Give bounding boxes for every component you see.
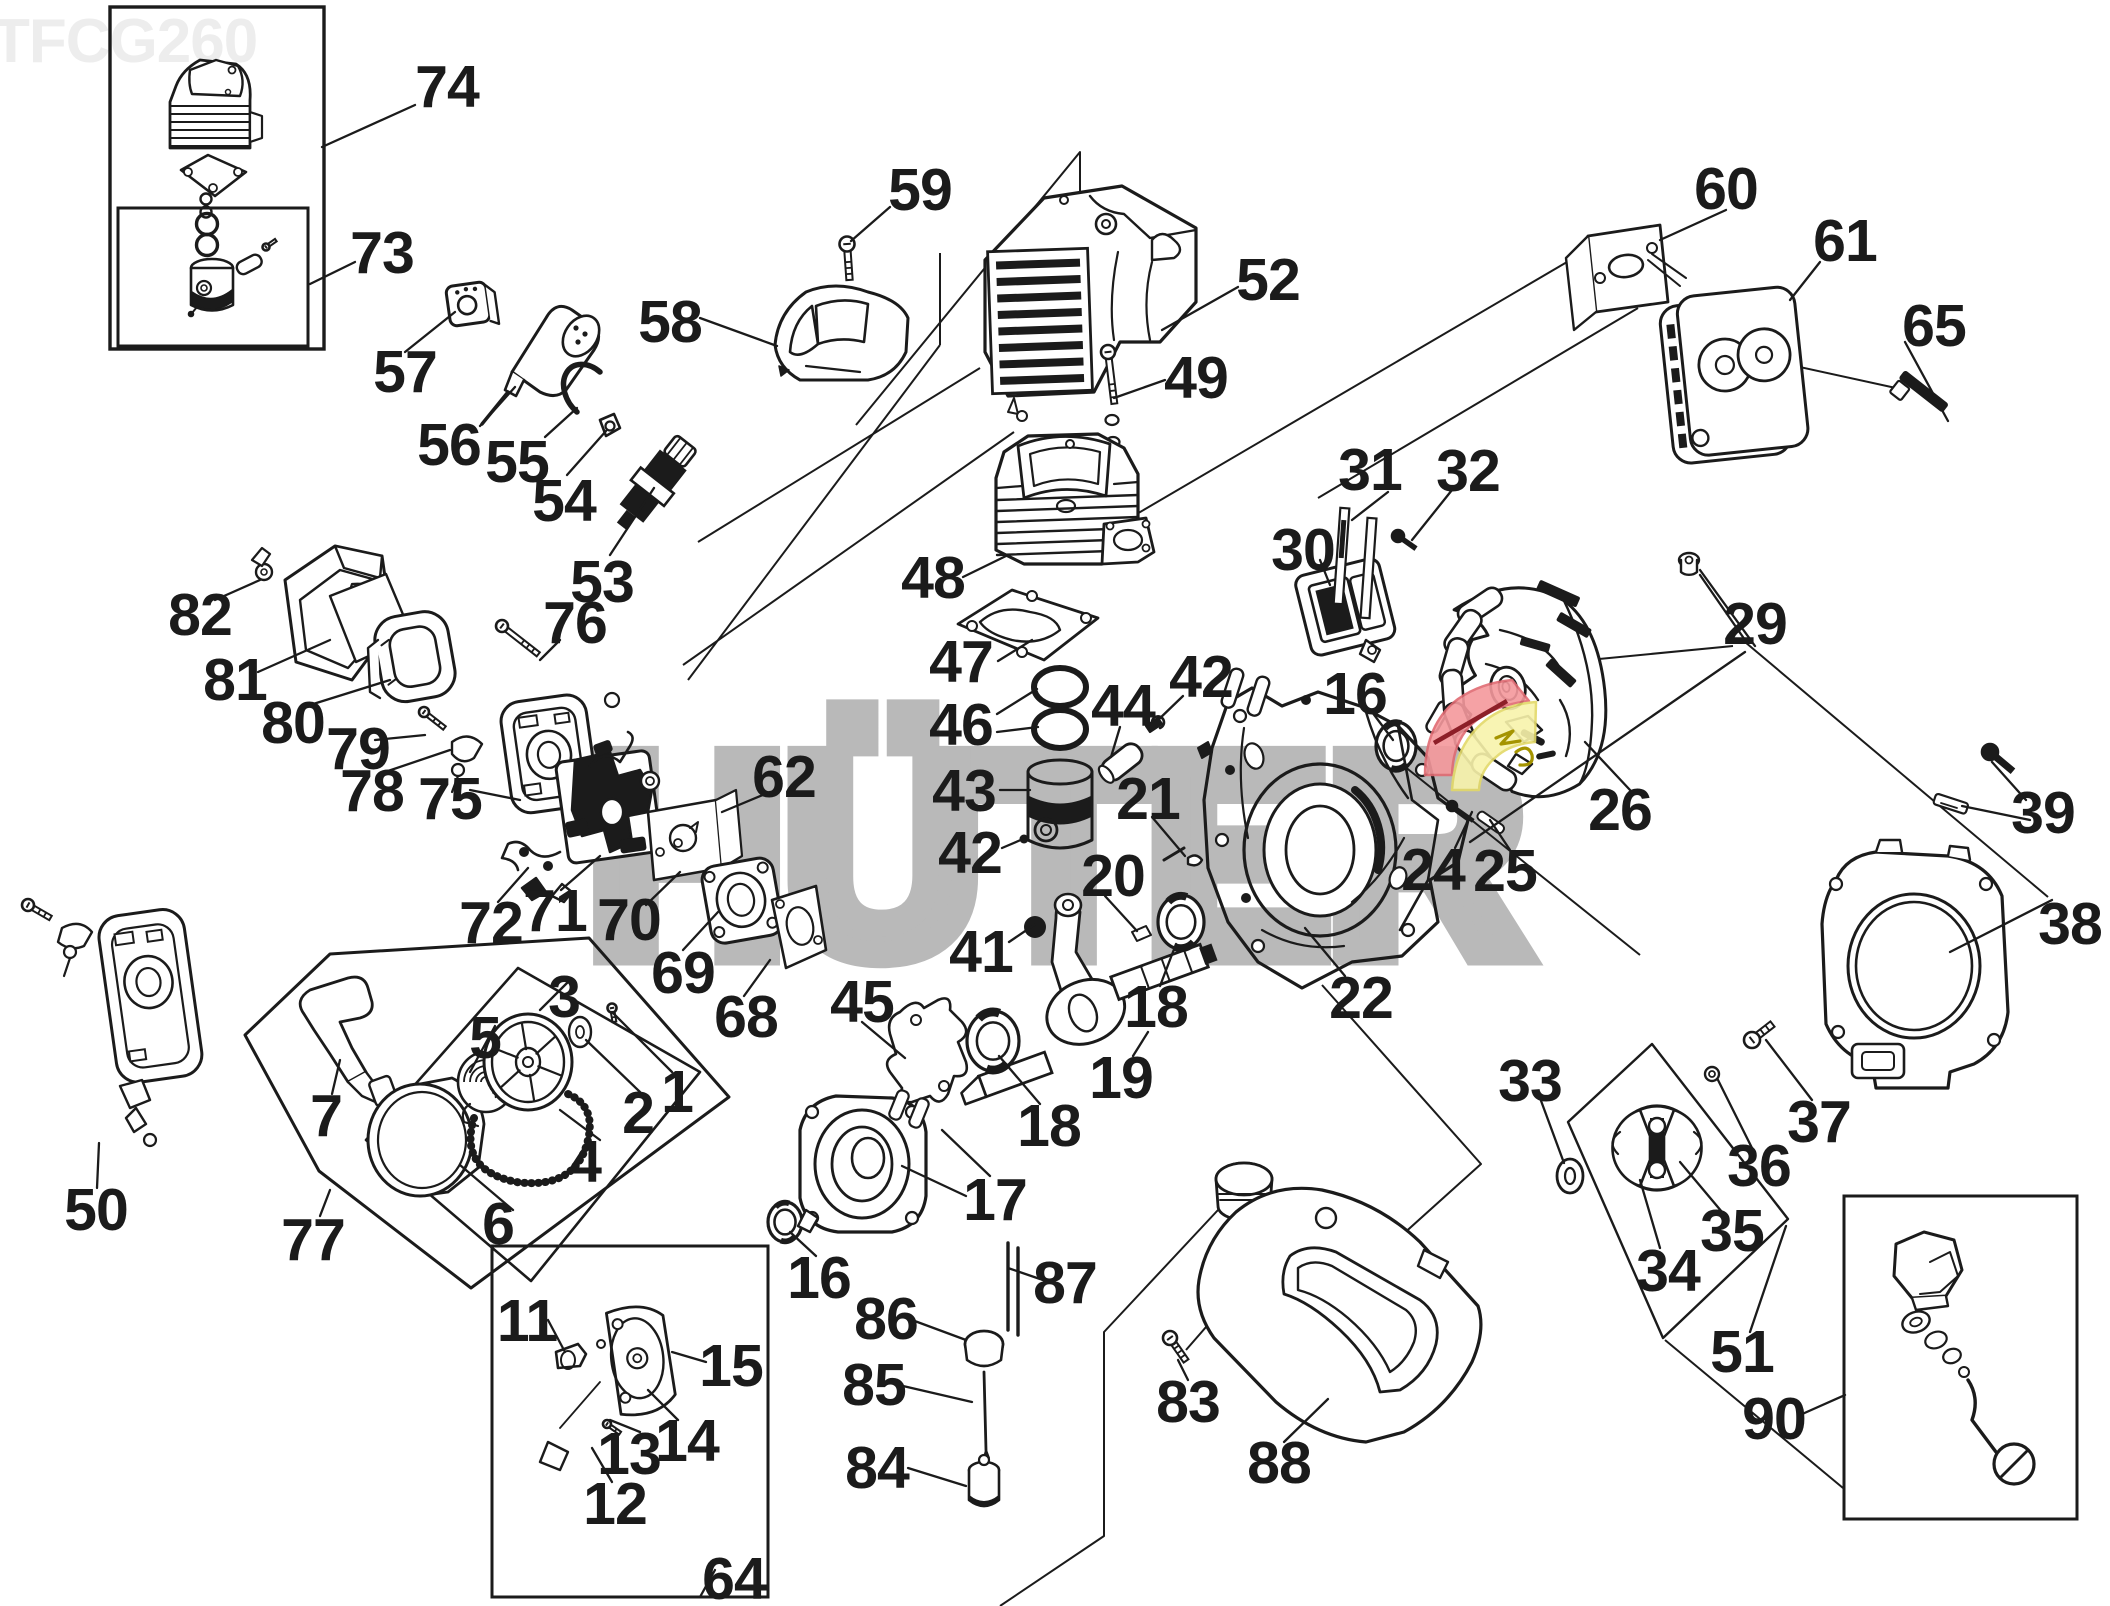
svg-text:34: 34 (1636, 1238, 1701, 1304)
svg-text:38: 38 (2038, 891, 2102, 957)
svg-text:32: 32 (1436, 438, 1500, 504)
svg-text:22: 22 (1329, 965, 1393, 1031)
svg-text:70: 70 (597, 887, 661, 953)
svg-text:43: 43 (932, 758, 996, 824)
svg-text:65: 65 (1902, 293, 1966, 359)
svg-text:62: 62 (752, 744, 816, 810)
svg-text:18: 18 (1124, 974, 1188, 1040)
svg-text:42: 42 (938, 820, 1002, 886)
svg-text:12: 12 (583, 1471, 647, 1537)
svg-text:25: 25 (1473, 838, 1537, 904)
svg-text:2: 2 (622, 1080, 654, 1146)
svg-text:78: 78 (340, 758, 404, 824)
svg-text:18: 18 (1017, 1093, 1081, 1159)
svg-text:16: 16 (1323, 661, 1387, 727)
svg-text:37: 37 (1787, 1089, 1851, 1155)
svg-text:33: 33 (1498, 1048, 1562, 1114)
svg-text:54: 54 (532, 468, 597, 534)
svg-text:49: 49 (1164, 345, 1228, 411)
svg-text:75: 75 (418, 766, 482, 832)
svg-text:90: 90 (1742, 1386, 1806, 1452)
svg-text:61: 61 (1813, 208, 1877, 274)
svg-text:39: 39 (2011, 780, 2075, 846)
svg-text:11: 11 (497, 1288, 558, 1354)
svg-text:46: 46 (929, 692, 993, 758)
svg-text:64: 64 (702, 1546, 767, 1606)
svg-text:58: 58 (638, 289, 702, 355)
svg-text:30: 30 (1271, 517, 1335, 583)
svg-text:81: 81 (203, 647, 267, 713)
svg-text:29: 29 (1723, 591, 1787, 657)
svg-text:47: 47 (929, 629, 993, 695)
svg-text:7: 7 (310, 1083, 342, 1149)
svg-text:83: 83 (1156, 1369, 1220, 1435)
svg-text:60: 60 (1694, 156, 1758, 222)
svg-text:56: 56 (417, 412, 481, 478)
svg-text:16: 16 (787, 1245, 851, 1311)
svg-text:42: 42 (1169, 644, 1233, 710)
svg-text:72: 72 (459, 890, 523, 956)
svg-text:41: 41 (949, 919, 1013, 985)
svg-text:45: 45 (830, 969, 894, 1035)
svg-text:44: 44 (1091, 673, 1156, 739)
svg-text:35: 35 (1700, 1198, 1764, 1264)
svg-text:87: 87 (1033, 1250, 1097, 1316)
svg-text:20: 20 (1081, 843, 1145, 909)
svg-text:53: 53 (570, 549, 634, 615)
svg-text:82: 82 (168, 582, 232, 648)
svg-text:68: 68 (714, 984, 778, 1050)
svg-text:84: 84 (845, 1435, 910, 1501)
svg-text:48: 48 (901, 545, 965, 611)
svg-text:74: 74 (415, 54, 480, 120)
svg-text:85: 85 (842, 1352, 906, 1418)
svg-text:6: 6 (482, 1191, 514, 1257)
svg-text:26: 26 (1588, 777, 1652, 843)
svg-text:77: 77 (281, 1207, 345, 1273)
svg-text:15: 15 (699, 1333, 763, 1399)
svg-text:19: 19 (1089, 1045, 1153, 1111)
svg-text:86: 86 (854, 1286, 918, 1352)
svg-text:50: 50 (64, 1177, 128, 1243)
svg-text:5: 5 (469, 1005, 501, 1071)
svg-text:21: 21 (1116, 766, 1180, 832)
svg-text:57: 57 (373, 339, 437, 405)
svg-text:36: 36 (1727, 1133, 1791, 1199)
svg-text:51: 51 (1710, 1319, 1774, 1385)
svg-text:59: 59 (888, 157, 952, 223)
svg-text:88: 88 (1247, 1430, 1311, 1496)
svg-text:24: 24 (1401, 837, 1466, 903)
svg-text:80: 80 (261, 690, 325, 756)
svg-text:79: 79 (326, 716, 390, 782)
svg-text:52: 52 (1236, 247, 1300, 313)
svg-text:31: 31 (1338, 437, 1402, 503)
svg-text:3: 3 (548, 964, 580, 1030)
svg-text:73: 73 (350, 220, 414, 286)
svg-text:76: 76 (543, 590, 607, 656)
svg-text:4: 4 (569, 1129, 602, 1195)
svg-text:69: 69 (651, 940, 715, 1006)
svg-text:1: 1 (661, 1059, 693, 1125)
svg-text:17: 17 (963, 1167, 1027, 1233)
svg-text:71: 71 (523, 878, 587, 944)
svg-text:55: 55 (485, 429, 549, 495)
svg-text:14: 14 (655, 1408, 720, 1474)
svg-text:13: 13 (597, 1421, 661, 1487)
